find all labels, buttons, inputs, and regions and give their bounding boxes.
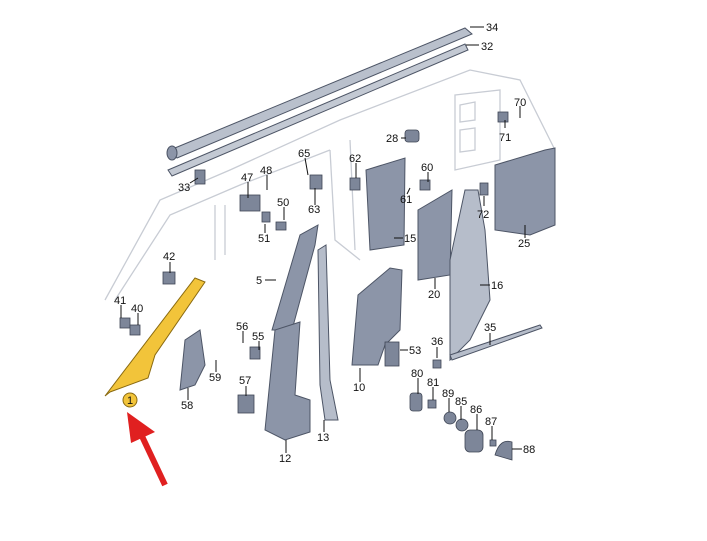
callout-56[interactable]: 56 xyxy=(236,321,248,333)
callout-20[interactable]: 20 xyxy=(428,289,440,301)
callout-57[interactable]: 57 xyxy=(239,375,251,387)
callout-48[interactable]: 48 xyxy=(260,165,272,177)
callout-53[interactable]: 53 xyxy=(409,345,421,357)
callout-71[interactable]: 71 xyxy=(499,132,511,144)
a-pillar-cover-1 xyxy=(104,277,206,397)
callout-35[interactable]: 35 xyxy=(484,322,496,334)
callout-28[interactable]: 28 xyxy=(386,133,398,145)
callout-13[interactable]: 13 xyxy=(317,432,329,444)
seal-strip-13 xyxy=(317,244,339,421)
callout-47[interactable]: 47 xyxy=(241,172,253,184)
trim-10 xyxy=(351,267,403,366)
callout-81[interactable]: 81 xyxy=(427,377,439,389)
a-pillar-trim-5 xyxy=(271,224,319,331)
leader-lines xyxy=(120,26,526,453)
callout-85[interactable]: 85 xyxy=(455,396,467,408)
trim-20 xyxy=(417,189,453,281)
callout-80[interactable]: 80 xyxy=(411,368,423,380)
callout-63[interactable]: 63 xyxy=(308,204,320,216)
roof-rail-32 xyxy=(167,43,469,177)
callout-58[interactable]: 58 xyxy=(181,400,193,412)
callout-32[interactable]: 32 xyxy=(481,41,493,53)
body-outline xyxy=(104,69,556,301)
callout-60[interactable]: 60 xyxy=(421,162,433,174)
part-1-badge[interactable]: 1 xyxy=(122,392,138,408)
callout-61[interactable]: 61 xyxy=(400,194,412,206)
callout-labels: 34 32 70 71 28 65 62 60 48 47 61 72 33 5… xyxy=(114,22,535,465)
callout-42[interactable]: 42 xyxy=(163,251,175,263)
callout-72[interactable]: 72 xyxy=(477,209,489,221)
callout-88[interactable]: 88 xyxy=(523,444,535,456)
callout-86[interactable]: 86 xyxy=(470,404,482,416)
part-1-label: 1 xyxy=(127,395,133,407)
callout-10[interactable]: 10 xyxy=(353,382,365,394)
callout-50[interactable]: 50 xyxy=(277,197,289,209)
callout-55[interactable]: 55 xyxy=(252,331,264,343)
callout-33[interactable]: 33 xyxy=(178,182,190,194)
callout-89[interactable]: 89 xyxy=(442,388,454,400)
trim-16 xyxy=(449,189,491,362)
callout-12[interactable]: 12 xyxy=(279,453,291,465)
callout-65[interactable]: 65 xyxy=(298,148,310,160)
callout-34[interactable]: 34 xyxy=(486,22,498,34)
callout-15[interactable]: 15 xyxy=(404,233,416,245)
callout-62[interactable]: 62 xyxy=(349,153,361,165)
trim-25 xyxy=(494,147,556,236)
callout-70[interactable]: 70 xyxy=(514,97,526,109)
callout-59[interactable]: 59 xyxy=(209,372,221,384)
callout-16[interactable]: 16 xyxy=(491,280,503,292)
callout-25[interactable]: 25 xyxy=(518,238,530,250)
callout-51[interactable]: 51 xyxy=(258,233,270,245)
red-arrow-pointer xyxy=(127,412,168,487)
roof-rail-34 xyxy=(166,27,473,161)
callout-36[interactable]: 36 xyxy=(431,336,443,348)
callout-40[interactable]: 40 xyxy=(131,303,143,315)
callout-5[interactable]: 5 xyxy=(256,275,262,287)
small-parts xyxy=(119,111,543,461)
callout-87[interactable]: 87 xyxy=(485,416,497,428)
b-pillar-lower-trim-12 xyxy=(264,321,311,441)
trim-15 xyxy=(365,157,406,251)
callout-41[interactable]: 41 xyxy=(114,295,126,307)
